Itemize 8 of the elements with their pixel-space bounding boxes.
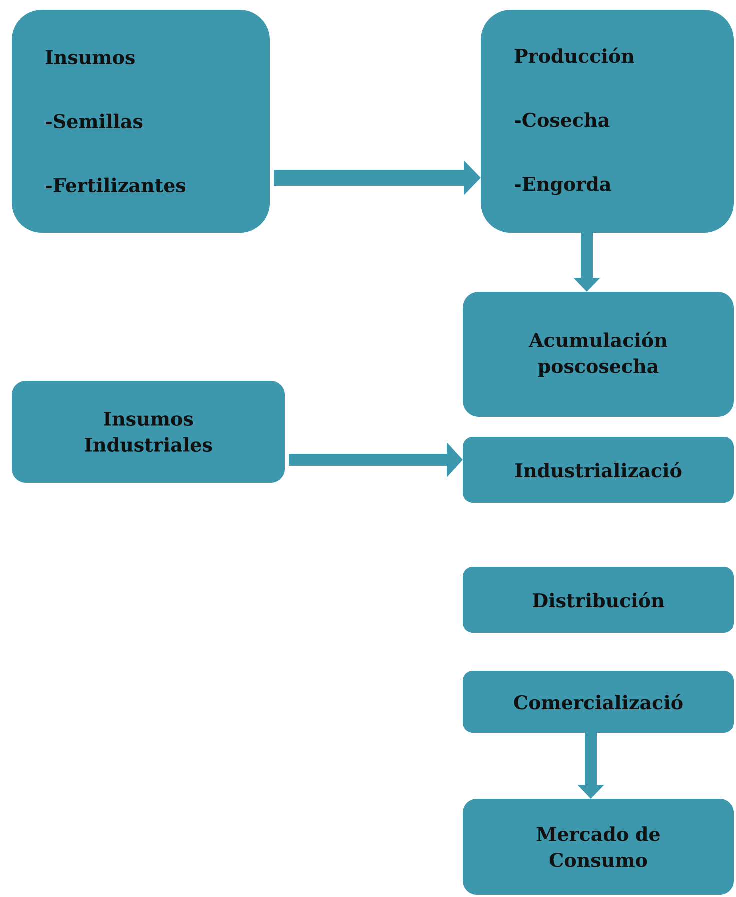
process-box: Comercializació [463,671,734,733]
process-box: Insumos Industriales [12,381,285,483]
process-box: Industrializació [463,437,734,503]
process-box: Distribución [463,567,734,633]
process-box: Insumos -Semillas -Fertilizantes [12,10,270,233]
process-box: Producción -Cosecha -Engorda [481,10,734,233]
process-box: Mercado de Consumo [463,799,734,895]
process-box: Acumulación poscosecha [463,292,734,417]
